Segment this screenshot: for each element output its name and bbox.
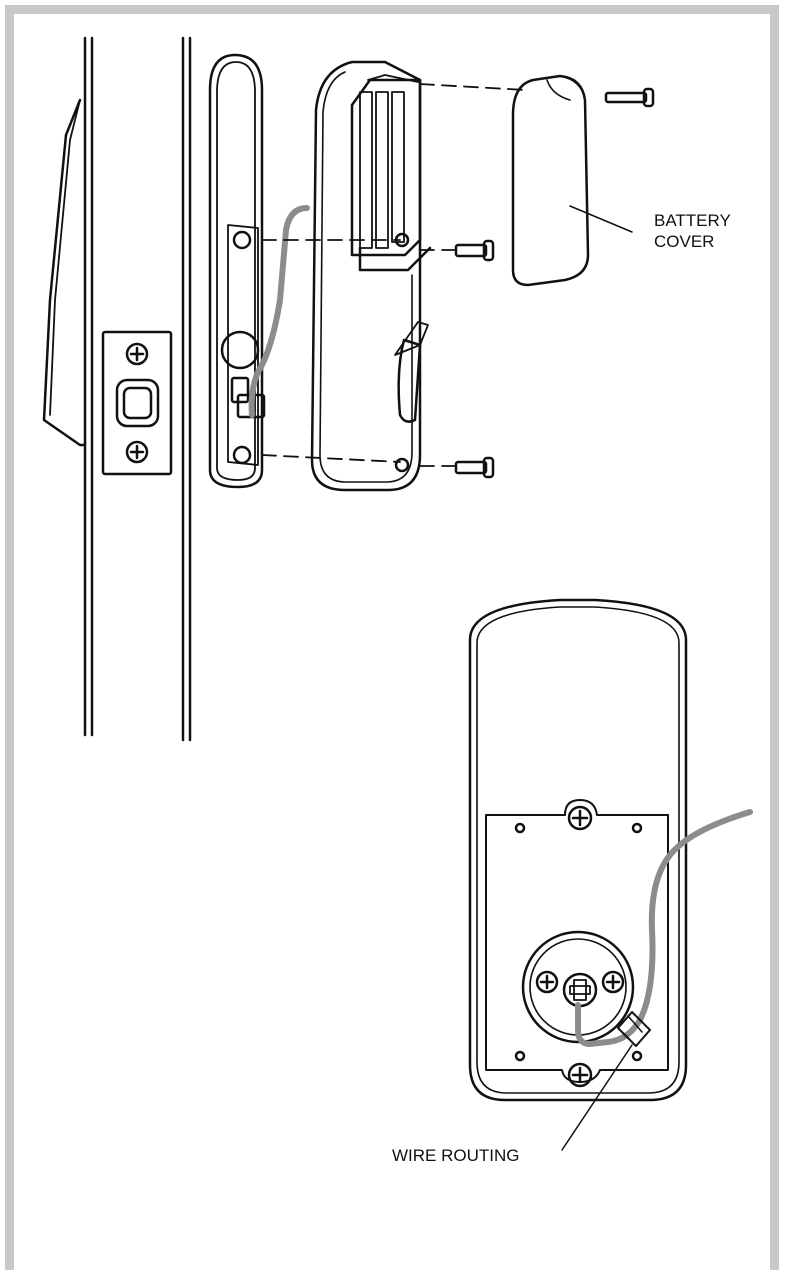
interior-assembly [310,60,432,492]
screw-battery-cover [604,87,655,108]
screw-lower [454,456,495,479]
battery-cover-label-line2: COVER [654,232,715,251]
cable-wire-lower [575,809,753,1047]
wire-routing-leader [561,1044,633,1151]
screws [454,87,655,479]
page-frame [5,5,779,1270]
latch-plate [101,330,173,476]
battery-cover-label: BATTERY COVER [654,210,731,252]
wire-routing-label: WIRE ROUTING [392,1146,520,1165]
battery-cover-label-line1: BATTERY [654,211,731,230]
alignment-lines [261,83,526,467]
wire-clip [617,1011,651,1047]
interior-unit-front [468,598,688,1102]
exterior-keypad-side [42,98,87,447]
cable-wire-upper [248,205,310,418]
screw-upper [454,239,495,262]
battery-cover [511,74,633,287]
mounting-plate [208,53,266,489]
door-edge [83,36,192,742]
